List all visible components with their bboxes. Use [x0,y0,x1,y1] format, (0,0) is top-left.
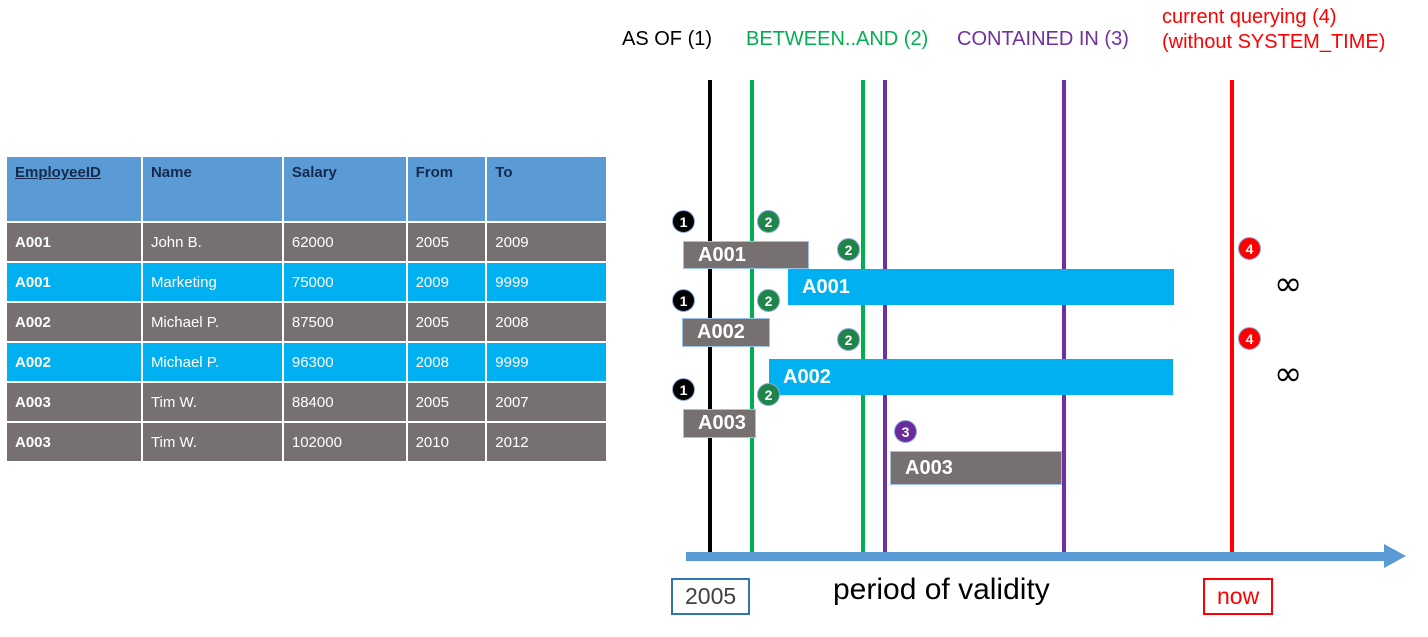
marker-2-a001-start: 2 [757,210,780,233]
bar-a003-second: A003 [890,451,1062,485]
cell-salary: 62000 [283,223,406,261]
cell-to: 2012 [487,423,606,461]
legend-as-of: AS OF (1) [622,28,713,50]
employee-history-table: EmployeeID Name Salary From To A001 John… [5,155,608,463]
table-row: A002 Michael P. 87500 2005 2008 [7,303,606,341]
marker-1-a003: 1 [672,378,695,401]
cell-employeeid: A001 [7,223,141,261]
legend-without-system-time: (without SYSTEM_TIME) [1162,31,1386,53]
cell-name: Tim W. [142,383,282,421]
bar-a002-historical: A002 [682,318,770,347]
cell-to: 9999 [487,263,606,301]
cell-employeeid: A002 [7,343,141,381]
marker-4-a001: 4 [1238,237,1261,260]
marker-4-a002: 4 [1238,327,1261,350]
column-header-from: From [407,157,486,221]
cell-to: 2008 [487,303,606,341]
table-header-row: EmployeeID Name Salary From To [7,157,606,221]
cell-from: 2009 [407,263,486,301]
axis-title: period of validity [833,573,1050,606]
bar-a003-first: A003 [683,409,756,438]
infinity-symbol-a001: ∞ [1274,264,1303,304]
cell-name: Tim W. [142,423,282,461]
cell-name: Michael P. [142,303,282,341]
cell-salary: 75000 [283,263,406,301]
cell-salary: 88400 [283,383,406,421]
column-header-salary: Salary [283,157,406,221]
column-header-employeeid-label: EmployeeID [15,164,101,181]
column-header-to: To [487,157,606,221]
table-row: A002 Michael P. 96300 2008 9999 [7,343,606,381]
cell-salary: 102000 [283,423,406,461]
cell-employeeid: A002 [7,303,141,341]
marker-2-a001-end: 2 [837,238,860,261]
cell-salary: 87500 [283,303,406,341]
marker-2-a003: 2 [757,383,780,406]
marker-2-a002-start: 2 [757,289,780,312]
bar-a001-historical: A001 [683,241,809,269]
marker-1-a002: 1 [672,289,695,312]
cell-to: 9999 [487,343,606,381]
bar-a002-current: A002 [769,359,1173,395]
bar-a001-current: A001 [788,269,1174,305]
timeline-arrow-icon [1384,544,1406,568]
marker-2-a002-end: 2 [837,328,860,351]
contained-start-line [883,80,887,558]
marker-3-a003: 3 [894,420,917,443]
timeline-axis [686,552,1386,561]
cell-from: 2008 [407,343,486,381]
legend-current-querying: current querying (4) [1162,6,1337,28]
cell-from: 2005 [407,383,486,421]
table-row: A001 John B. 62000 2005 2009 [7,223,606,261]
cell-to: 2009 [487,223,606,261]
contained-end-line [1062,80,1066,558]
cell-from: 2005 [407,223,486,261]
column-header-name: Name [142,157,282,221]
cell-employeeid: A001 [7,263,141,301]
marker-1-a001: 1 [672,210,695,233]
cell-salary: 96300 [283,343,406,381]
cell-employeeid: A003 [7,383,141,421]
legend-between-and: BETWEEN..AND (2) [746,28,929,50]
table-row: A003 Tim W. 88400 2005 2007 [7,383,606,421]
now-line [1230,80,1234,558]
table-row: A003 Tim W. 102000 2010 2012 [7,423,606,461]
column-header-employeeid: EmployeeID [7,157,141,221]
cell-from: 2010 [407,423,486,461]
cell-to: 2007 [487,383,606,421]
cell-name: Michael P. [142,343,282,381]
cell-name: Marketing [142,263,282,301]
axis-end-label: now [1203,578,1274,615]
cell-name: John B. [142,223,282,261]
legend-contained-in: CONTAINED IN (3) [957,28,1129,50]
axis-start-label: 2005 [671,578,751,615]
infinity-symbol-a002: ∞ [1274,354,1303,394]
cell-employeeid: A003 [7,423,141,461]
cell-from: 2005 [407,303,486,341]
table-row: A001 Marketing 75000 2009 9999 [7,263,606,301]
between-end-line [861,80,865,558]
